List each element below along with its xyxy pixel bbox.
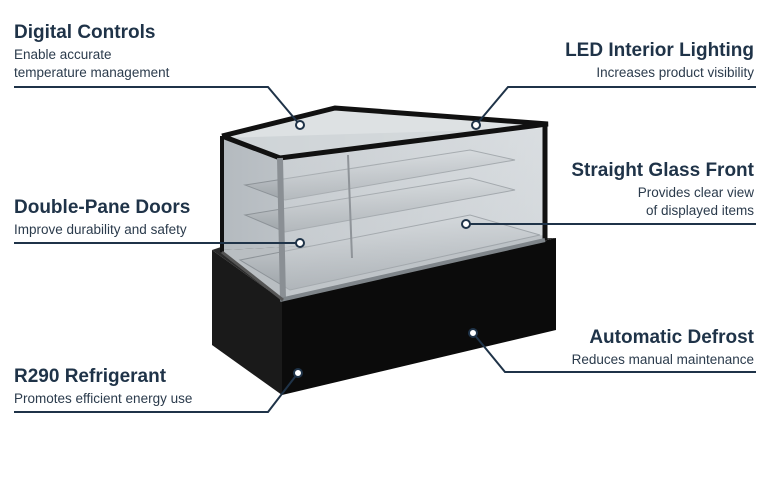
callout-lines xyxy=(14,86,756,413)
dot-digital-controls xyxy=(295,120,305,130)
feature-desc: Promotes efficient energy use xyxy=(14,391,193,406)
dot-led-lighting xyxy=(471,120,481,130)
feature-title: Double-Pane Doors xyxy=(14,197,191,218)
callout-dots xyxy=(293,120,481,378)
feature-auto-defrost: Automatic Defrost Reduces manual mainten… xyxy=(572,327,754,369)
dot-straight-glass xyxy=(461,219,471,229)
dot-auto-defrost xyxy=(468,328,478,338)
feature-title: Digital Controls xyxy=(14,22,156,43)
callout-digital-controls xyxy=(14,86,301,126)
feature-desc-line1: Provides clear view xyxy=(637,185,754,200)
feature-title: Straight Glass Front xyxy=(571,160,754,181)
feature-title: R290 Refrigerant xyxy=(14,366,167,387)
feature-led-lighting: LED Interior Lighting Increases product … xyxy=(565,40,754,82)
callout-led-lighting xyxy=(475,86,756,126)
feature-desc: Improve durability and safety xyxy=(14,222,187,237)
feature-title: LED Interior Lighting xyxy=(565,40,754,61)
feature-refrigerant: R290 Refrigerant Promotes efficient ener… xyxy=(14,366,192,408)
callout-refrigerant xyxy=(14,372,299,413)
dot-double-pane xyxy=(295,238,305,248)
feature-double-pane: Double-Pane Doors Improve durability and… xyxy=(14,197,190,239)
dot-refrigerant xyxy=(293,368,303,378)
feature-digital-controls: Digital Controls Enable accurate tempera… xyxy=(14,22,169,82)
feature-desc: Reduces manual maintenance xyxy=(571,352,754,367)
feature-desc-line2: temperature management xyxy=(14,65,170,80)
feature-straight-glass: Straight Glass Front Provides clear view… xyxy=(571,160,754,220)
feature-title: Automatic Defrost xyxy=(589,327,754,348)
glass-case xyxy=(220,105,549,302)
feature-desc-line1: Enable accurate xyxy=(14,47,112,62)
callout-auto-defrost xyxy=(472,332,756,373)
feature-desc-line2: of displayed items xyxy=(645,203,754,218)
feature-desc: Increases product visibility xyxy=(596,65,754,80)
